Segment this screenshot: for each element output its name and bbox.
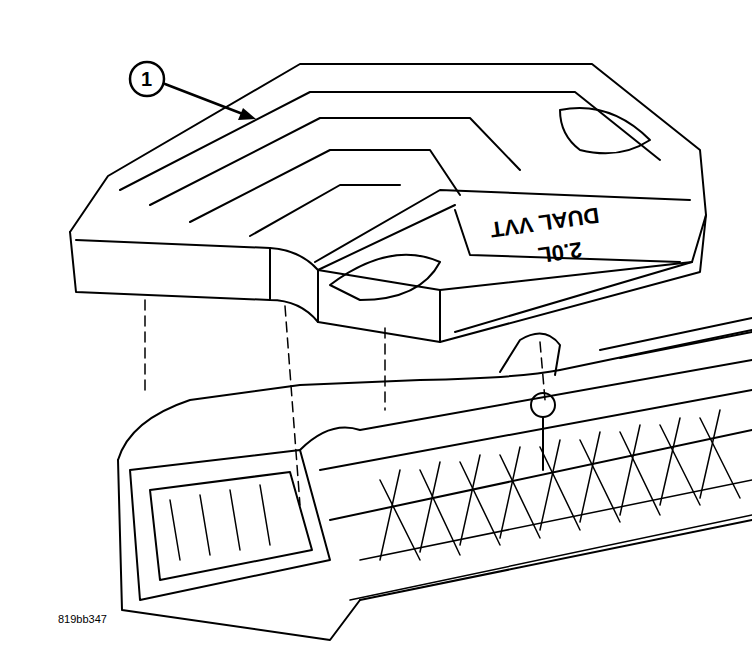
cover-emblem-text: 2.0L — [537, 238, 584, 266]
cover-emblem-text: DUAL VVT — [489, 203, 601, 240]
figure-id: 819bb347 — [58, 614, 107, 625]
callout-number: 1 — [141, 69, 152, 89]
